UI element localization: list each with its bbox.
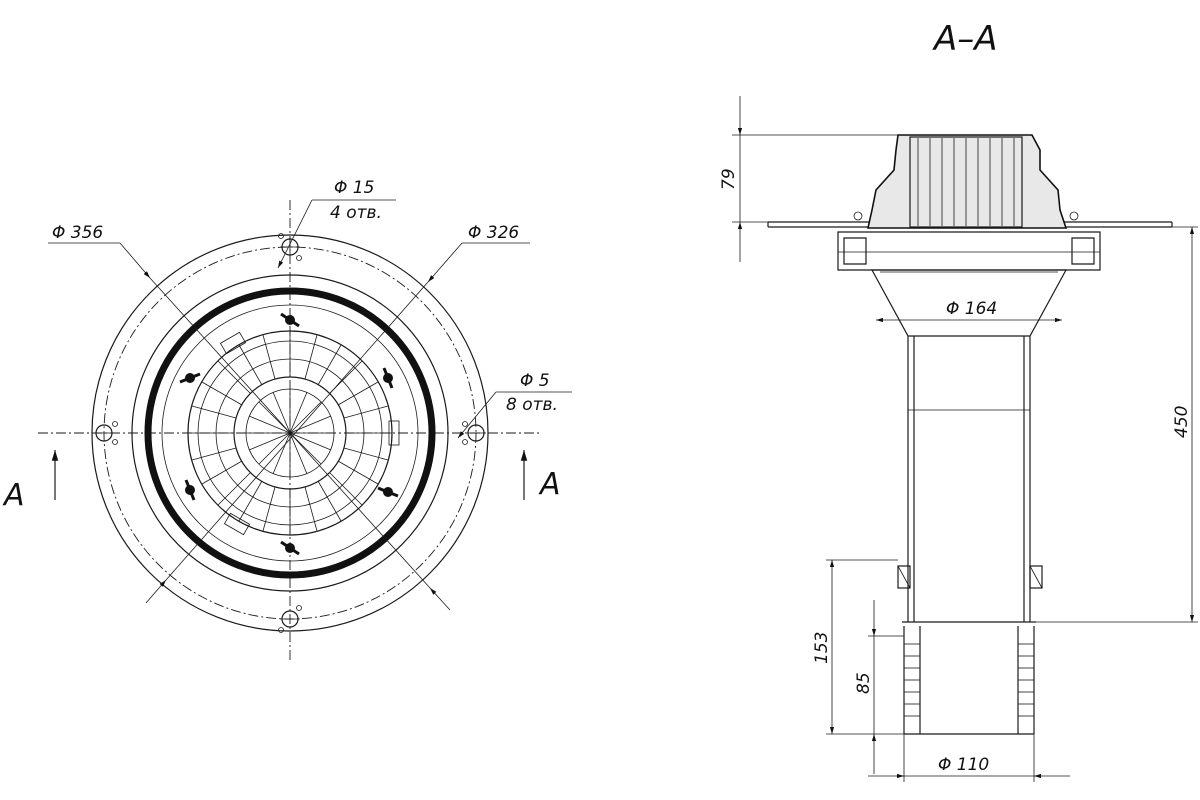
- plan-view: Φ 356 Φ 326 Φ 15 4 отв. Φ 5 8 отв. A: [2, 178, 572, 660]
- dim-funnel-label: Φ 164: [946, 299, 997, 319]
- dim-lower-153: 153: [812, 559, 904, 735]
- clamp-ring-circle: [161, 304, 419, 562]
- dim-inner-diameter: Φ 326: [145, 223, 530, 604]
- dim-large-hole-count: 4 отв.: [330, 203, 382, 223]
- dim-lower-85: 85: [854, 600, 904, 774]
- dim-top-height: 79: [719, 96, 898, 262]
- dim-large-hole: Φ 15 4 отв.: [277, 178, 396, 269]
- section-marker-right: A: [520, 450, 561, 502]
- seal-ring: [144, 287, 436, 579]
- dim-inner-label: Φ 326: [468, 223, 519, 243]
- dim-outer-diameter: Φ 356: [48, 223, 451, 611]
- dim-lower-153-label: 153: [812, 632, 832, 664]
- small-holes: [112, 233, 468, 633]
- wing-screws: [179, 312, 399, 556]
- section-mark-left-label: A: [2, 478, 25, 513]
- dim-lower-85-label: 85: [854, 672, 874, 694]
- dim-total-height: 450: [1036, 226, 1198, 623]
- dim-small-hole-label: Φ 5: [520, 371, 550, 391]
- flange-inner-circle: [131, 274, 449, 592]
- outer-flange-circle: [91, 234, 489, 632]
- dim-small-hole: Φ 5 8 отв.: [457, 371, 572, 439]
- section-title: A–A: [932, 19, 998, 59]
- main-pipe: [897, 336, 1043, 623]
- dim-pipe-diameter: Φ 110: [868, 734, 1070, 782]
- section-view: A–A: [719, 19, 1198, 782]
- clamp-ring: [837, 211, 1101, 271]
- dim-outer-label: Φ 356: [52, 223, 103, 243]
- dim-small-hole-count: 8 отв.: [506, 395, 558, 415]
- grating-dome: [187, 330, 400, 536]
- dome-grating: [867, 134, 1068, 229]
- dim-top-height-label: 79: [719, 168, 739, 190]
- dim-pipe-label: Φ 110: [938, 755, 989, 775]
- dim-large-hole-label: Φ 15: [334, 178, 374, 198]
- dim-funnel-diameter: Φ 164: [876, 299, 1062, 323]
- section-marker-left: A: [2, 450, 59, 513]
- dim-total-height-label: 450: [1172, 406, 1192, 438]
- lower-pipe: [903, 626, 1035, 735]
- large-holes: [94, 237, 486, 628]
- section-mark-right-label: A: [538, 467, 561, 502]
